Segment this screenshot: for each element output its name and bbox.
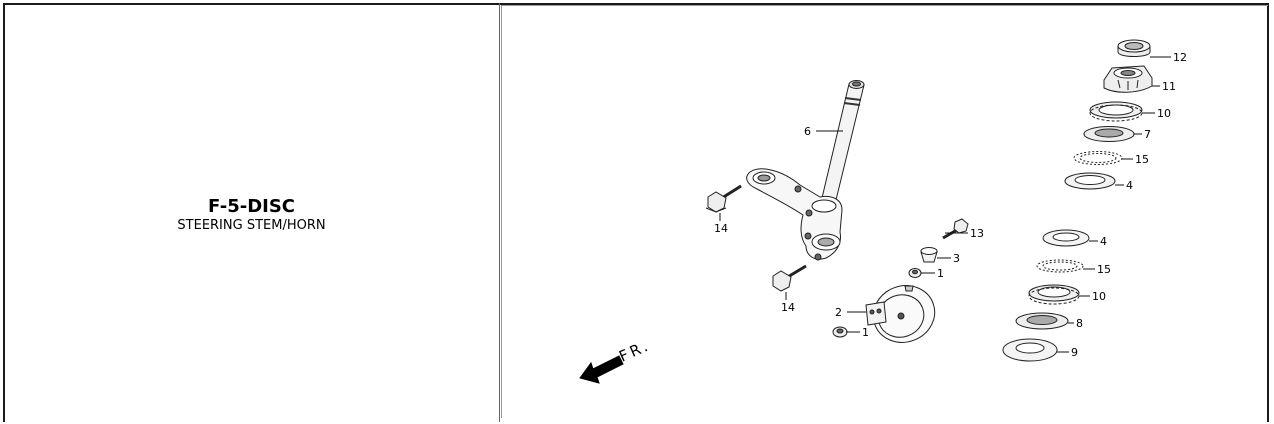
callout-7: 7	[1144, 128, 1151, 141]
title-block: F-5-DISC STEERING STEM/HORN	[3, 196, 500, 234]
callout-13: 13	[970, 227, 984, 240]
callout-4-lower: 4	[1100, 235, 1107, 248]
callout-8: 8	[1076, 317, 1083, 330]
callout-10-upper: 10	[1157, 107, 1171, 120]
nut-1-lower	[832, 326, 848, 338]
bolt-14-upper	[705, 184, 742, 213]
nut-1-upper	[908, 268, 922, 278]
callout-14-upper: 14	[714, 222, 728, 235]
callout-1-upper: 1	[937, 267, 944, 280]
callout-4-upper: 4	[1126, 179, 1133, 192]
leader-lines	[719, 56, 1171, 353]
diagram-panel	[501, 5, 1268, 418]
front-direction-label: FR.	[616, 336, 653, 366]
front-direction-arrow-icon	[579, 355, 624, 384]
callout-10-lower: 10	[1092, 290, 1106, 303]
cone-race-7	[1083, 126, 1135, 142]
callout-6: 6	[804, 125, 811, 138]
ball-race-10-upper	[1089, 101, 1143, 122]
horn-part	[865, 285, 936, 343]
callout-3: 3	[953, 252, 960, 265]
diagram-code: F-5-DISC	[207, 196, 296, 217]
callout-2: 2	[835, 306, 842, 319]
callout-9: 9	[1071, 346, 1078, 359]
ball-race-4-upper	[1064, 172, 1116, 190]
title-panel: F-5-DISC STEERING STEM/HORN	[3, 3, 500, 422]
callout-15-upper: 15	[1135, 153, 1149, 166]
ball-race-4-lower	[1042, 229, 1090, 247]
cone-race-8	[1015, 312, 1069, 330]
bolt-13	[942, 218, 969, 240]
ball-race-10-lower	[1028, 284, 1080, 305]
adjust-nut-11	[1103, 65, 1153, 93]
lock-nut-12	[1117, 39, 1151, 57]
callout-11: 11	[1162, 80, 1176, 93]
callout-labels: 6 14 14 13 3 1 2 1 12 11 10 7 15 4 4 15 …	[714, 51, 1187, 359]
dust-seal-15-upper	[1073, 151, 1123, 165]
steering-stem-part	[746, 80, 865, 261]
callout-14-lower: 14	[781, 301, 795, 314]
dust-seal-15-lower	[1036, 259, 1084, 273]
bolt-14-lower	[772, 264, 807, 292]
dust-seal-9	[1002, 338, 1058, 362]
callout-1-lower: 1	[862, 326, 869, 339]
collar-3	[920, 247, 938, 263]
callout-12: 12	[1173, 51, 1187, 64]
callout-15-lower: 15	[1097, 263, 1111, 276]
page-frame	[3, 3, 1269, 422]
diagram-name: STEERING STEM/HORN	[177, 218, 326, 233]
